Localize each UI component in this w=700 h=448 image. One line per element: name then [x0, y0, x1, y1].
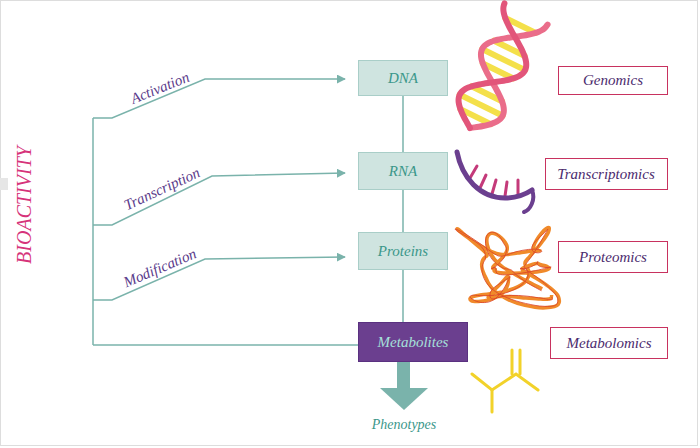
protein-structure	[455, 228, 559, 308]
omics-box: Genomics	[558, 66, 668, 95]
omics-box: Metabolomics	[550, 327, 668, 359]
box-label: RNA	[389, 163, 417, 180]
box-label: Proteins	[378, 243, 428, 260]
frame-tab	[0, 178, 8, 190]
flow-connector	[402, 190, 404, 232]
box-label: Transcriptomics	[557, 166, 655, 183]
box-label: Genomics	[583, 72, 643, 89]
bioactivity-title: BIOACTIVITY	[13, 146, 35, 264]
protein-backbone	[455, 229, 558, 306]
omics-box: Transcriptomics	[545, 158, 668, 190]
phenotype-label: Phenotypes	[372, 417, 437, 432]
biomolecule-box: Metabolites	[358, 322, 468, 362]
biomolecule-box: DNA	[358, 60, 448, 96]
helix-strand	[470, 25, 548, 128]
rna-strand	[457, 152, 533, 212]
phenotype-arrow	[380, 362, 428, 410]
helix-strand	[459, 3, 527, 128]
process-label: Modification	[121, 245, 199, 290]
process-label: Transcription	[121, 164, 202, 213]
omics-box: Proteomics	[558, 241, 668, 273]
metabolite-molecule	[472, 350, 538, 412]
flow-connector	[402, 270, 404, 322]
box-label: Metabolites	[378, 334, 449, 351]
flow-connector	[402, 96, 404, 152]
box-label: DNA	[388, 70, 418, 87]
bioactivity-bracket	[93, 79, 358, 345]
dna-helix	[459, 3, 548, 128]
biomolecule-box: Proteins	[358, 232, 448, 270]
box-label: Proteomics	[579, 249, 647, 266]
box-label: Metabolomics	[567, 335, 652, 352]
biomolecule-box: RNA	[358, 152, 448, 190]
